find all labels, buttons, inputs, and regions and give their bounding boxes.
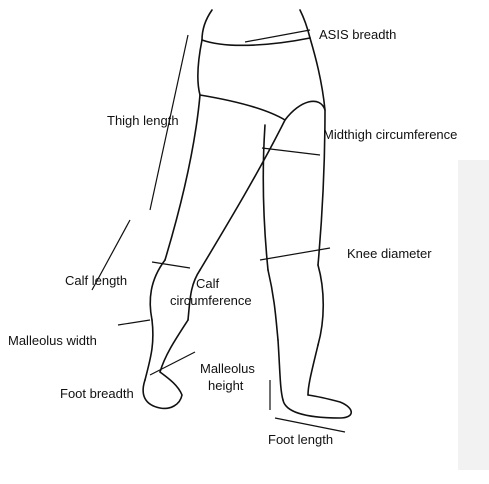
right-calf-outline <box>278 340 318 400</box>
torso-outline <box>202 10 310 40</box>
left-foot-outline <box>143 372 182 408</box>
side-panel <box>458 160 489 470</box>
midthigh-circumference-line <box>262 148 320 155</box>
label-malleolus-height-2: height <box>208 378 244 393</box>
calf-circumference-line <box>152 262 190 268</box>
malleolus-width-arrow <box>118 320 150 325</box>
label-calf-circumference-1: Calf <box>196 276 220 291</box>
shorts-waist <box>202 38 310 45</box>
label-foot-length: Foot length <box>268 432 333 447</box>
label-malleolus-width: Malleolus width <box>8 333 97 348</box>
foot-breadth-arrow <box>150 352 195 375</box>
right-foot-outline <box>283 395 351 418</box>
label-midthigh-circumference: Midthigh circumference <box>323 127 457 142</box>
label-calf-circumference-2: circumference <box>170 293 252 308</box>
label-foot-breadth: Foot breadth <box>60 386 134 401</box>
label-malleolus-height-1: Malleolus <box>200 361 255 376</box>
right-thigh-outline <box>263 110 325 270</box>
label-calf-length: Calf length <box>65 273 127 288</box>
right-knee-outline <box>268 265 323 345</box>
label-knee-diameter: Knee diameter <box>347 246 432 261</box>
left-knee-outline <box>150 260 200 320</box>
shorts-outline <box>198 38 325 120</box>
label-asis-breadth: ASIS breadth <box>319 27 396 42</box>
left-calf-outline <box>145 320 188 380</box>
foot-length-arrow <box>275 418 345 432</box>
label-thigh-length: Thigh length <box>107 113 179 128</box>
left-thigh-outline <box>165 95 285 270</box>
